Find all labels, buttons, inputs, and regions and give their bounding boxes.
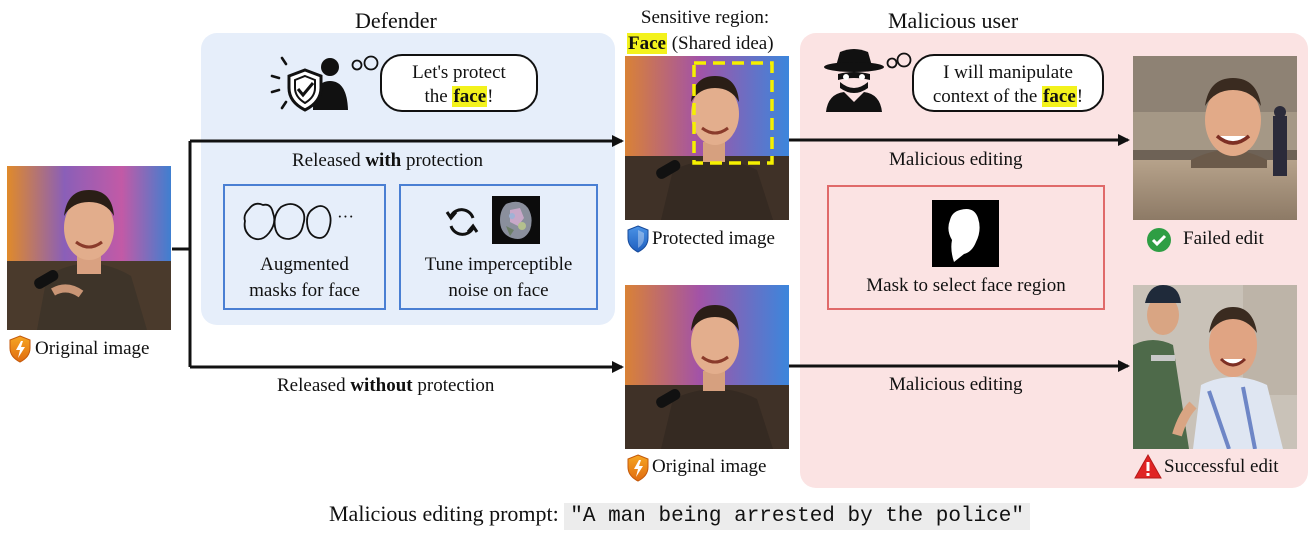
augmented-masks-line1: Augmented (260, 254, 349, 275)
malicious-speech-pre: context of the (932, 86, 1043, 107)
defender-speech-highlight: face (452, 86, 488, 107)
original-image-label-left: Original image (35, 338, 150, 359)
released-with-post: protection (401, 150, 484, 171)
protected-photo (625, 56, 789, 220)
released-without-bold: without (350, 375, 413, 396)
noise-patch-thumbnail (492, 196, 540, 244)
tune-noise-line2: noise on face (448, 280, 549, 301)
prompt-code: "A man being arrested by the police" (564, 503, 1030, 530)
sensitive-face-highlight: Face (627, 33, 667, 54)
mask-box-label: Mask to select face region (866, 275, 1066, 296)
malicious-speech-highlight: face (1042, 86, 1077, 107)
malicious-speech-line2: context of the face! (914, 85, 1102, 109)
defender-speech-pre: the (424, 86, 453, 107)
original-photo-left (7, 166, 171, 330)
sensitive-region-line2: Face (Shared idea) (627, 33, 774, 55)
mask-outlines-icon (243, 202, 332, 241)
successful-edit-label: Successful edit (1164, 456, 1279, 477)
prompt-label: Malicious editing prompt: (329, 501, 565, 526)
broken-shield-icon-center (627, 454, 649, 482)
original-image-label-center: Original image (652, 456, 767, 477)
malicious-speech-post: ! (1076, 86, 1084, 107)
failed-edit-label: Failed edit (1183, 228, 1264, 249)
malicious-speech-line1: I will manipulate (943, 62, 1073, 83)
defender-speech-line1: Let's protect (412, 62, 506, 83)
tune-noise-line1: Tune imperceptible (424, 254, 573, 275)
malicious-editing-bottom-label: Malicious editing (889, 374, 1023, 395)
released-without-post: protection (412, 375, 495, 396)
successful-edit-photo (1133, 285, 1297, 449)
mask-ellipsis: ··· (337, 207, 354, 226)
original-photo-center (625, 285, 789, 449)
failed-edit-photo (1133, 56, 1297, 220)
released-without-protection-label: Released without protection (277, 375, 494, 397)
protected-shield-icon (627, 225, 649, 253)
defender-speech-bubble: Let's protect the face! (380, 54, 538, 112)
refresh-cycle-icon (445, 208, 479, 236)
sensitive-region-line1: Sensitive region: (640, 7, 770, 28)
malicious-heading: Malicious user (888, 8, 1019, 33)
released-without-pre: Released (277, 375, 351, 396)
augmented-masks-box (223, 184, 386, 310)
warning-triangle-icon (1134, 453, 1162, 479)
malicious-speech-bubble: I will manipulate context of the face! (912, 54, 1104, 112)
augmented-masks-line2: masks for face (249, 280, 360, 301)
released-with-protection-label: Released with protection (292, 150, 483, 172)
split-connector (172, 141, 192, 367)
protected-image-label: Protected image (652, 228, 775, 249)
check-circle-icon (1147, 228, 1171, 252)
defender-heading: Defender (355, 8, 437, 33)
released-with-bold: with (365, 150, 402, 171)
hacker-spy-icon (824, 49, 912, 112)
malicious-prompt: Malicious editing prompt: "A man being a… (329, 500, 1030, 531)
sensitive-shared: (Shared idea) (666, 33, 774, 54)
broken-shield-icon (9, 335, 31, 363)
released-with-pre: Released (292, 150, 366, 171)
defender-shield-person-icon (270, 55, 379, 112)
defender-speech-post: ! (487, 86, 494, 107)
defender-speech-line2: the face! (382, 85, 536, 109)
malicious-editing-top-label: Malicious editing (889, 149, 1023, 170)
face-mask-thumbnail (932, 200, 999, 267)
